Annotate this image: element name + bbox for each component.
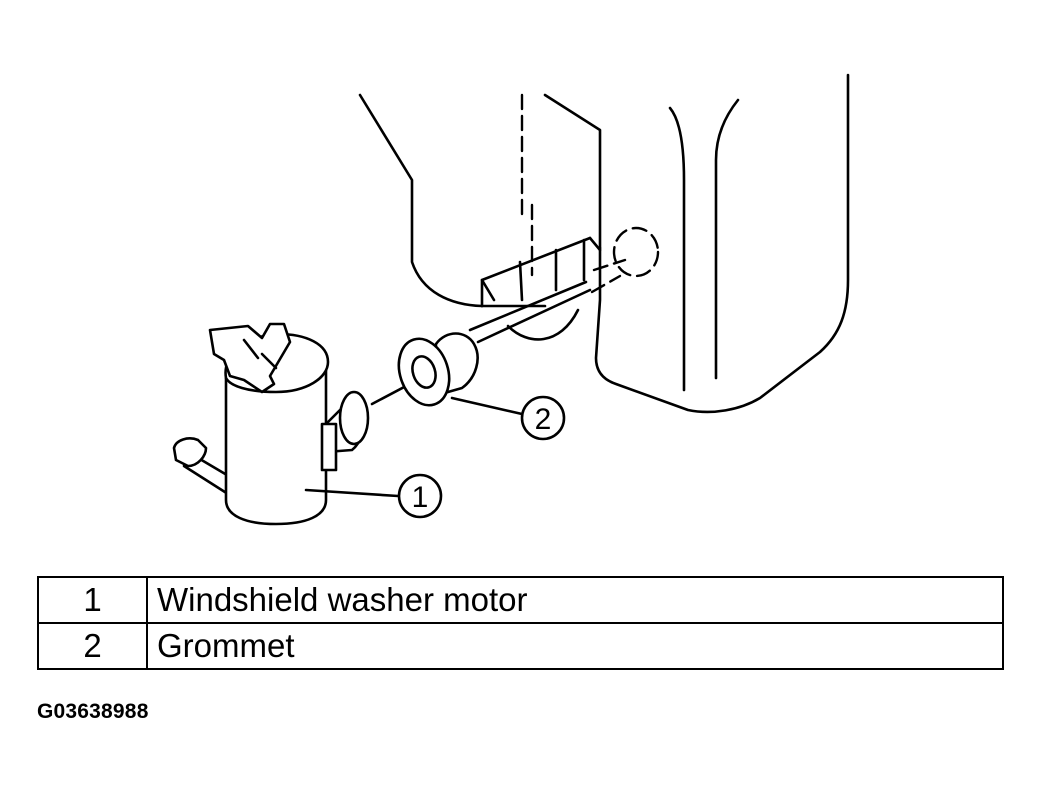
legend-item-number: 1 [37,576,148,624]
parts-legend-table: 1 Windshield washer motor 2 Grommet [37,576,1004,670]
legend-item-description: Grommet [146,622,1004,670]
callout-2-label: 2 [535,403,552,436]
grommet [397,332,479,407]
legend-item-number: 2 [37,622,148,670]
legend-row: 2 Grommet [37,622,1004,670]
figure-id: G03638988 [37,700,149,723]
callout-2: 2 [450,395,566,441]
callout-1: 1 [304,473,443,519]
hidden-lines [520,93,660,294]
washer-motor-illustration: 1 2 [172,73,850,526]
washer-motor [172,322,370,526]
legend-row: 1 Windshield washer motor [37,576,1004,624]
callout-1-label: 1 [412,481,429,514]
washer-reservoir-tank [358,73,850,414]
legend-item-description: Windshield washer motor [146,576,1004,624]
